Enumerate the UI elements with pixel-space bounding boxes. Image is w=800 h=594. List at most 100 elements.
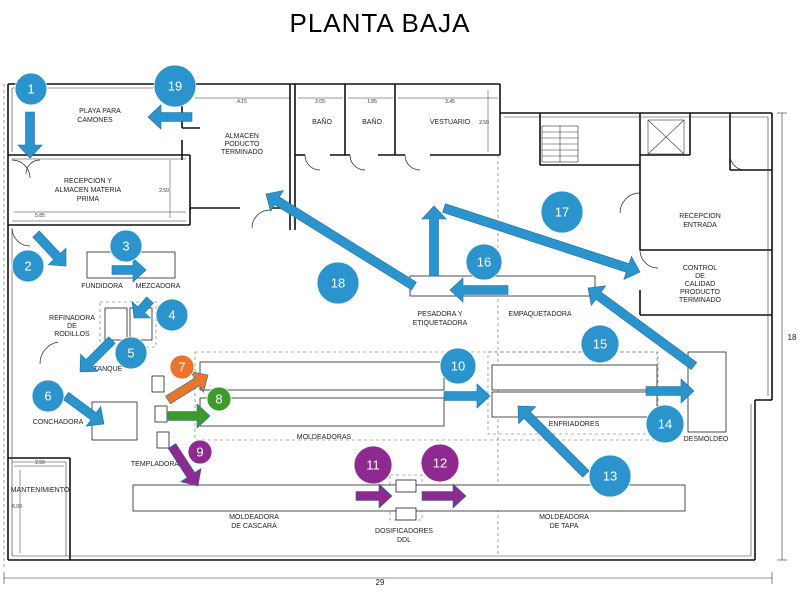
step-number-10: 10 bbox=[451, 359, 465, 374]
arrow-step-1 bbox=[17, 111, 43, 159]
dim-585: 5.85 bbox=[35, 213, 45, 219]
label-recepcion-mp-1: RECEPCION Y bbox=[64, 178, 112, 185]
step-circle-12 bbox=[420, 443, 460, 483]
dimensions: 4.15 2.05 1.85 3.45 2.50 2.50 5.85 2.50 … bbox=[3, 90, 797, 587]
arrow-step-16 bbox=[449, 277, 509, 303]
dim-415: 4.15 bbox=[237, 99, 247, 105]
flow-arrows bbox=[17, 104, 698, 509]
dosificador-1 bbox=[395, 479, 417, 493]
arrow-step-19 bbox=[147, 104, 193, 130]
step-circle-17 bbox=[540, 190, 584, 234]
label-moldeadoras: MOLDEADORAS bbox=[297, 434, 352, 441]
step-number-16: 16 bbox=[477, 255, 491, 270]
dim-250a: 2.50 bbox=[479, 120, 489, 126]
label-bano-2: BAÑO bbox=[362, 117, 382, 126]
label-recepcion-entrada-2: ENTRADA bbox=[683, 222, 717, 229]
step-circle-18 bbox=[316, 261, 360, 305]
step-circle-15 bbox=[580, 324, 620, 364]
dim-205: 2.05 bbox=[315, 99, 325, 105]
step-circle-13 bbox=[588, 454, 632, 498]
step-number-6: 6 bbox=[44, 389, 51, 404]
label-control-3: CALIDAD bbox=[685, 281, 715, 288]
step-circle-4 bbox=[155, 298, 189, 332]
labels: PLAYA PARA CAMONES ALMACEN PODUCTO TERMI… bbox=[11, 108, 729, 544]
step-circle-19 bbox=[153, 64, 197, 108]
label-tapa-2: DE TAPA bbox=[550, 523, 579, 530]
label-dosificadores-1: DOSIFICADORES bbox=[375, 528, 433, 535]
step-circle-8 bbox=[206, 386, 232, 412]
arrow-step-17b bbox=[421, 205, 447, 277]
moldeadora-2 bbox=[199, 397, 445, 427]
arrow-step-4 bbox=[131, 296, 154, 319]
stairs bbox=[541, 119, 685, 163]
inner-wall-lines bbox=[11, 87, 769, 557]
label-dosificadores-2: DDL bbox=[397, 537, 411, 544]
label-refinadora-2: DE bbox=[67, 323, 77, 330]
step-circle-10 bbox=[439, 347, 477, 385]
label-control-1: CONTROL bbox=[683, 265, 717, 272]
step-number-7: 7 bbox=[178, 360, 185, 375]
step-number-11: 11 bbox=[366, 458, 380, 473]
dim-total-height: 18 bbox=[788, 333, 797, 342]
arrow-step-9 bbox=[167, 443, 202, 487]
arrow-step-3 bbox=[111, 257, 147, 283]
dim-250c: 2.50 bbox=[35, 460, 45, 466]
step-circle-7 bbox=[169, 354, 195, 380]
label-almacen-2: PODUCTO bbox=[225, 141, 260, 148]
label-bano-1: BAÑO bbox=[312, 117, 332, 126]
label-mezcadora: MEZCADORA bbox=[136, 283, 181, 290]
label-almacen-1: ALMACEN bbox=[225, 133, 259, 140]
label-recepcion-mp-2: ALMACEN MATERIA bbox=[55, 187, 122, 194]
arrow-step-2 bbox=[32, 230, 67, 267]
dim-185: 1.85 bbox=[367, 99, 377, 105]
enfriador-2 bbox=[491, 391, 658, 418]
step-circle-3 bbox=[109, 229, 143, 263]
step-number-2: 2 bbox=[24, 259, 31, 274]
templadora-unit-3 bbox=[156, 431, 170, 449]
label-tanque: TANQUE bbox=[94, 366, 123, 373]
step-number-17: 17 bbox=[555, 205, 569, 220]
arrow-step-13 bbox=[517, 405, 590, 478]
label-control-2: DE bbox=[695, 273, 705, 280]
step-number-12: 12 bbox=[433, 456, 447, 471]
label-recepcion-mp-3: PRIMA bbox=[77, 196, 100, 203]
step-circle-5 bbox=[114, 336, 148, 370]
label-control-4: PRODUCTO bbox=[680, 289, 720, 296]
step-number-14: 14 bbox=[658, 417, 672, 432]
label-desmoldeo: DESMOLDEO bbox=[684, 436, 729, 443]
moldeadora-1 bbox=[199, 361, 445, 391]
arrow-step-5 bbox=[79, 336, 116, 373]
label-refinadora-1: REFINADORA bbox=[49, 315, 95, 322]
enfriador-1 bbox=[491, 364, 658, 391]
step-circle-16 bbox=[465, 243, 503, 281]
label-pesadora-1: PESADORA Y bbox=[417, 311, 462, 318]
label-fundidora: FUNDIDORA bbox=[81, 283, 123, 290]
arrow-step-7 bbox=[165, 371, 209, 405]
label-cascara-1: MOLDEADORA bbox=[229, 514, 279, 521]
arrow-step-11 bbox=[355, 483, 393, 509]
step-circle-9 bbox=[187, 439, 213, 465]
step-number-4: 4 bbox=[168, 308, 175, 323]
step-number-13: 13 bbox=[603, 469, 617, 484]
label-pesadora-2: ETIQUETADORA bbox=[413, 320, 468, 327]
step-circle-2 bbox=[11, 249, 45, 283]
step-circle-1 bbox=[14, 72, 48, 106]
step-number-19: 19 bbox=[168, 79, 182, 94]
step-number-1: 1 bbox=[27, 82, 34, 97]
label-vestuario: VESTUARIO bbox=[430, 119, 471, 126]
arrow-step-12 bbox=[421, 483, 467, 509]
label-control-5: TERMINADO bbox=[679, 297, 722, 304]
label-tapa-1: MOLDEADORA bbox=[539, 514, 589, 521]
arrow-step-14 bbox=[645, 378, 695, 404]
label-almacen-3: TERMINADO bbox=[221, 149, 264, 156]
arrow-step-15 bbox=[587, 285, 698, 371]
arrow-step-8 bbox=[167, 403, 211, 429]
arrow-step-6 bbox=[62, 391, 105, 427]
label-recepcion-entrada-1: RECEPCION bbox=[679, 213, 721, 220]
dosificador-2 bbox=[395, 507, 417, 521]
step-number-5: 5 bbox=[127, 346, 134, 361]
dim-total-width: 29 bbox=[376, 578, 385, 587]
step-number-3: 3 bbox=[122, 239, 129, 254]
label-cascara-2: DE CASCARA bbox=[231, 523, 277, 530]
